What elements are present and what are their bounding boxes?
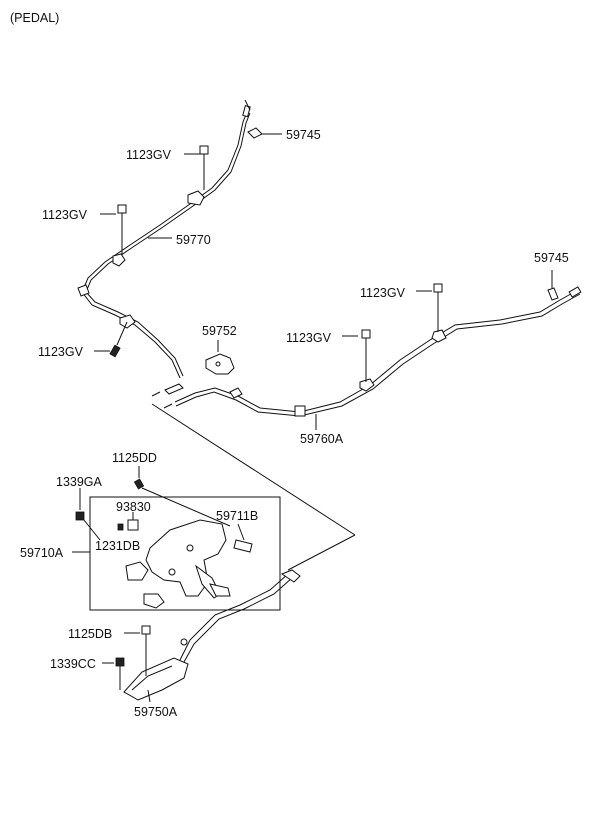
rear-cable-right (163, 286, 582, 417)
label-59745-top: 59745 (286, 128, 321, 142)
label-1339cc: 1339CC (50, 657, 96, 671)
label-59711b: 59711B (216, 509, 258, 523)
label-1123gv-e: 1123GV (286, 331, 332, 345)
cable-59760a-callout: 59760A (300, 414, 344, 446)
rear-cable-left (77, 99, 251, 397)
label-59750a: 59750A (134, 705, 178, 719)
label-93830: 93830 (116, 500, 151, 514)
pad-59711b: 59711B (216, 509, 258, 553)
label-1123gv-d: 1123GV (360, 286, 406, 300)
label-1125db: 1125DB (68, 627, 112, 641)
bolt-1123gv-a: 1123GV (126, 145, 209, 190)
label-1125dd: 1125DD (112, 451, 157, 465)
dashed-reference-lines (151, 403, 356, 571)
label-59710a: 59710A (20, 546, 64, 560)
label-1123gv-b: 1123GV (42, 208, 88, 222)
bolt-1125dd: 1125DD (112, 451, 231, 527)
nut-1339cc: 1339CC (50, 657, 125, 690)
label-59745-right: 59745 (534, 251, 569, 265)
bolt-1125db: 1125DB (68, 625, 151, 676)
label-1339ga: 1339GA (56, 475, 103, 489)
pedal-mechanism (125, 519, 231, 609)
switch-93830: 93830 (116, 500, 151, 531)
clip-59745-top: 59745 (247, 127, 321, 142)
front-cable (179, 569, 301, 663)
clip-59745-right: 59745 (534, 251, 569, 301)
bolt-1123gv-c: 1123GV (38, 321, 128, 359)
bolt-1123gv-d: 1123GV (360, 283, 443, 332)
label-59770: 59770 (176, 233, 211, 247)
bolt-1123gv-e: 1123GV (286, 329, 371, 382)
label-59752: 59752 (202, 324, 237, 338)
label-1231db: 1231DB (95, 539, 140, 553)
diagram-title: (PEDAL) (10, 11, 59, 25)
bolt-1123gv-b: 1123GV (42, 204, 127, 255)
cable-59770-callout: 59770 (148, 233, 211, 247)
label-1123gv-a: 1123GV (126, 148, 172, 162)
pedal-59710a-callout: 59710A (20, 546, 90, 560)
bracket-59750a: 59750A (123, 657, 189, 719)
pedal-assembly-box (89, 496, 281, 611)
label-1123gv-c: 1123GV (38, 345, 84, 359)
equalizer-59752: 59752 (202, 324, 237, 375)
nut-1339ga: 1339GA (56, 475, 103, 521)
screw-1231db: 1231DB (83, 519, 140, 553)
label-59760a: 59760A (300, 432, 344, 446)
